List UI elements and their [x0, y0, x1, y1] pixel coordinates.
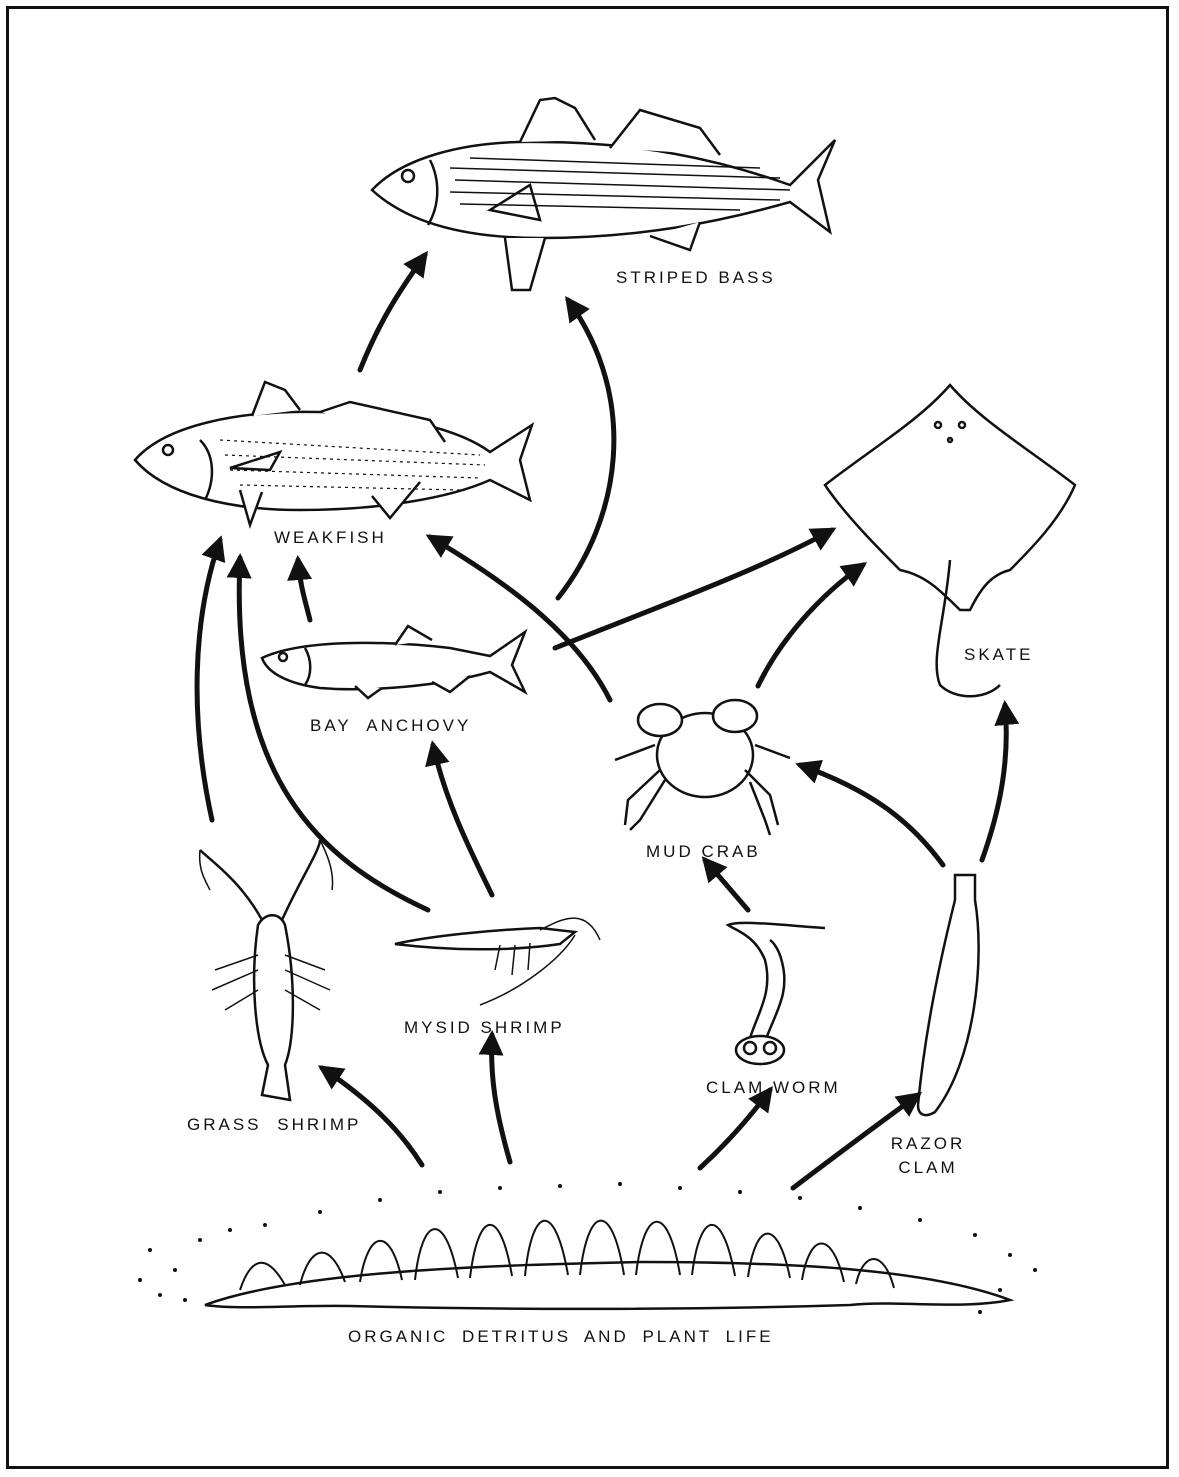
- arrow-razorclam-to-mudcrab: [800, 765, 943, 865]
- label-razor-clam-line2: CLAM: [888, 1156, 968, 1180]
- label-bay-anchovy: BAY ANCHOVY: [310, 716, 471, 736]
- arrow-mysid-to-anchovy: [433, 745, 492, 895]
- label-skate: SKATE: [964, 645, 1033, 665]
- label-mysid-shrimp: MYSID SHRIMP: [404, 1018, 565, 1038]
- arrow-weakfish-to-striped-bass: [360, 255, 425, 370]
- arrow-clamworm-to-mudcrab: [705, 860, 748, 910]
- label-razor-clam: RAZOR CLAM: [888, 1132, 968, 1180]
- label-razor-clam-line1: RAZOR: [888, 1132, 968, 1156]
- label-organic-detritus: ORGANIC DETRITUS AND PLANT LIFE: [348, 1327, 774, 1347]
- arrow-grassshrimp-to-weakfish: [197, 540, 220, 820]
- label-striped-bass: STRIPED BASS: [616, 268, 776, 288]
- label-weakfish: WEAKFISH: [274, 528, 387, 548]
- arrow-anchovy-to-weakfish: [298, 560, 310, 620]
- striped-bass-illustration: [372, 98, 835, 290]
- skate-illustration: [825, 385, 1075, 696]
- arrow-detritus-to-clamworm: [700, 1090, 770, 1168]
- clam-worm-illustration: [728, 923, 825, 1064]
- weakfish-illustration: [135, 382, 532, 525]
- razor-clam-illustration: [918, 875, 979, 1115]
- arrow-mudcrab-to-skate: [758, 565, 863, 686]
- bay-anchovy-illustration: [262, 626, 525, 698]
- arrow-razorclam-to-skate: [982, 705, 1006, 860]
- arrow-mudcrab-to-striped-bass: [558, 300, 614, 598]
- label-clam-worm: CLAM WORM: [706, 1078, 841, 1098]
- grass-shrimp-illustration: [200, 840, 333, 1100]
- mysid-shrimp-illustration: [395, 918, 600, 1005]
- label-grass-shrimp: GRASS SHRIMP: [187, 1115, 361, 1135]
- detritus-bed-illustration: [138, 1182, 1037, 1314]
- arrow-detritus-to-mysid: [492, 1035, 510, 1162]
- label-mud-crab: MUD CRAB: [646, 842, 761, 862]
- mud-crab-illustration: [615, 700, 790, 835]
